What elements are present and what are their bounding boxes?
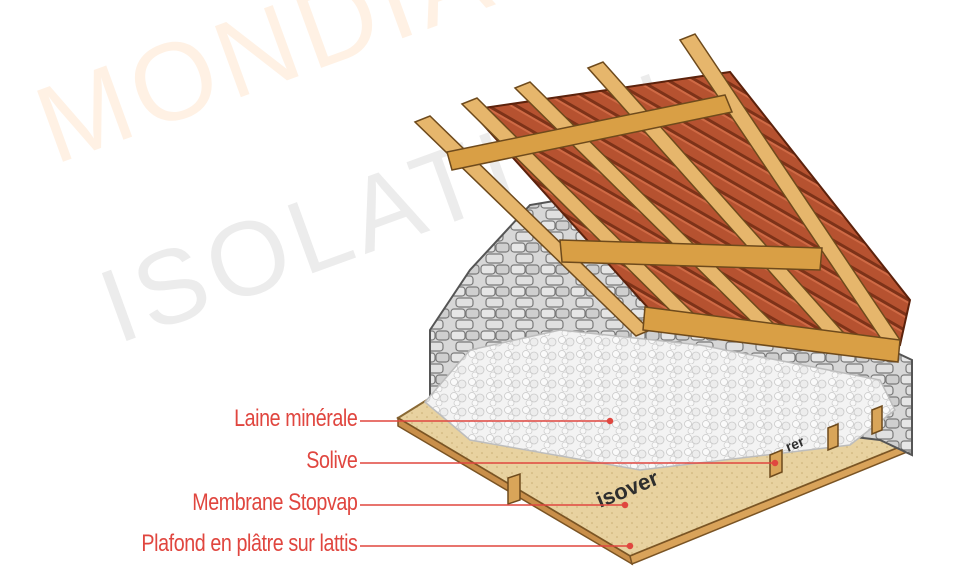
label-laine-minerale: Laine minérale	[233, 405, 358, 432]
purlins	[446, 94, 901, 363]
leader-lines	[360, 417, 779, 550]
rafters	[413, 33, 902, 347]
membrane-brand-text-secondary: rer	[783, 433, 807, 455]
label-membrane-stopvap: Membrane Stopvap	[191, 489, 358, 516]
mineral-wool-layer	[423, 329, 896, 471]
label-plafond-platre: Plafond en plâtre sur lattis	[140, 530, 357, 557]
label-solive: Solive	[305, 447, 358, 474]
